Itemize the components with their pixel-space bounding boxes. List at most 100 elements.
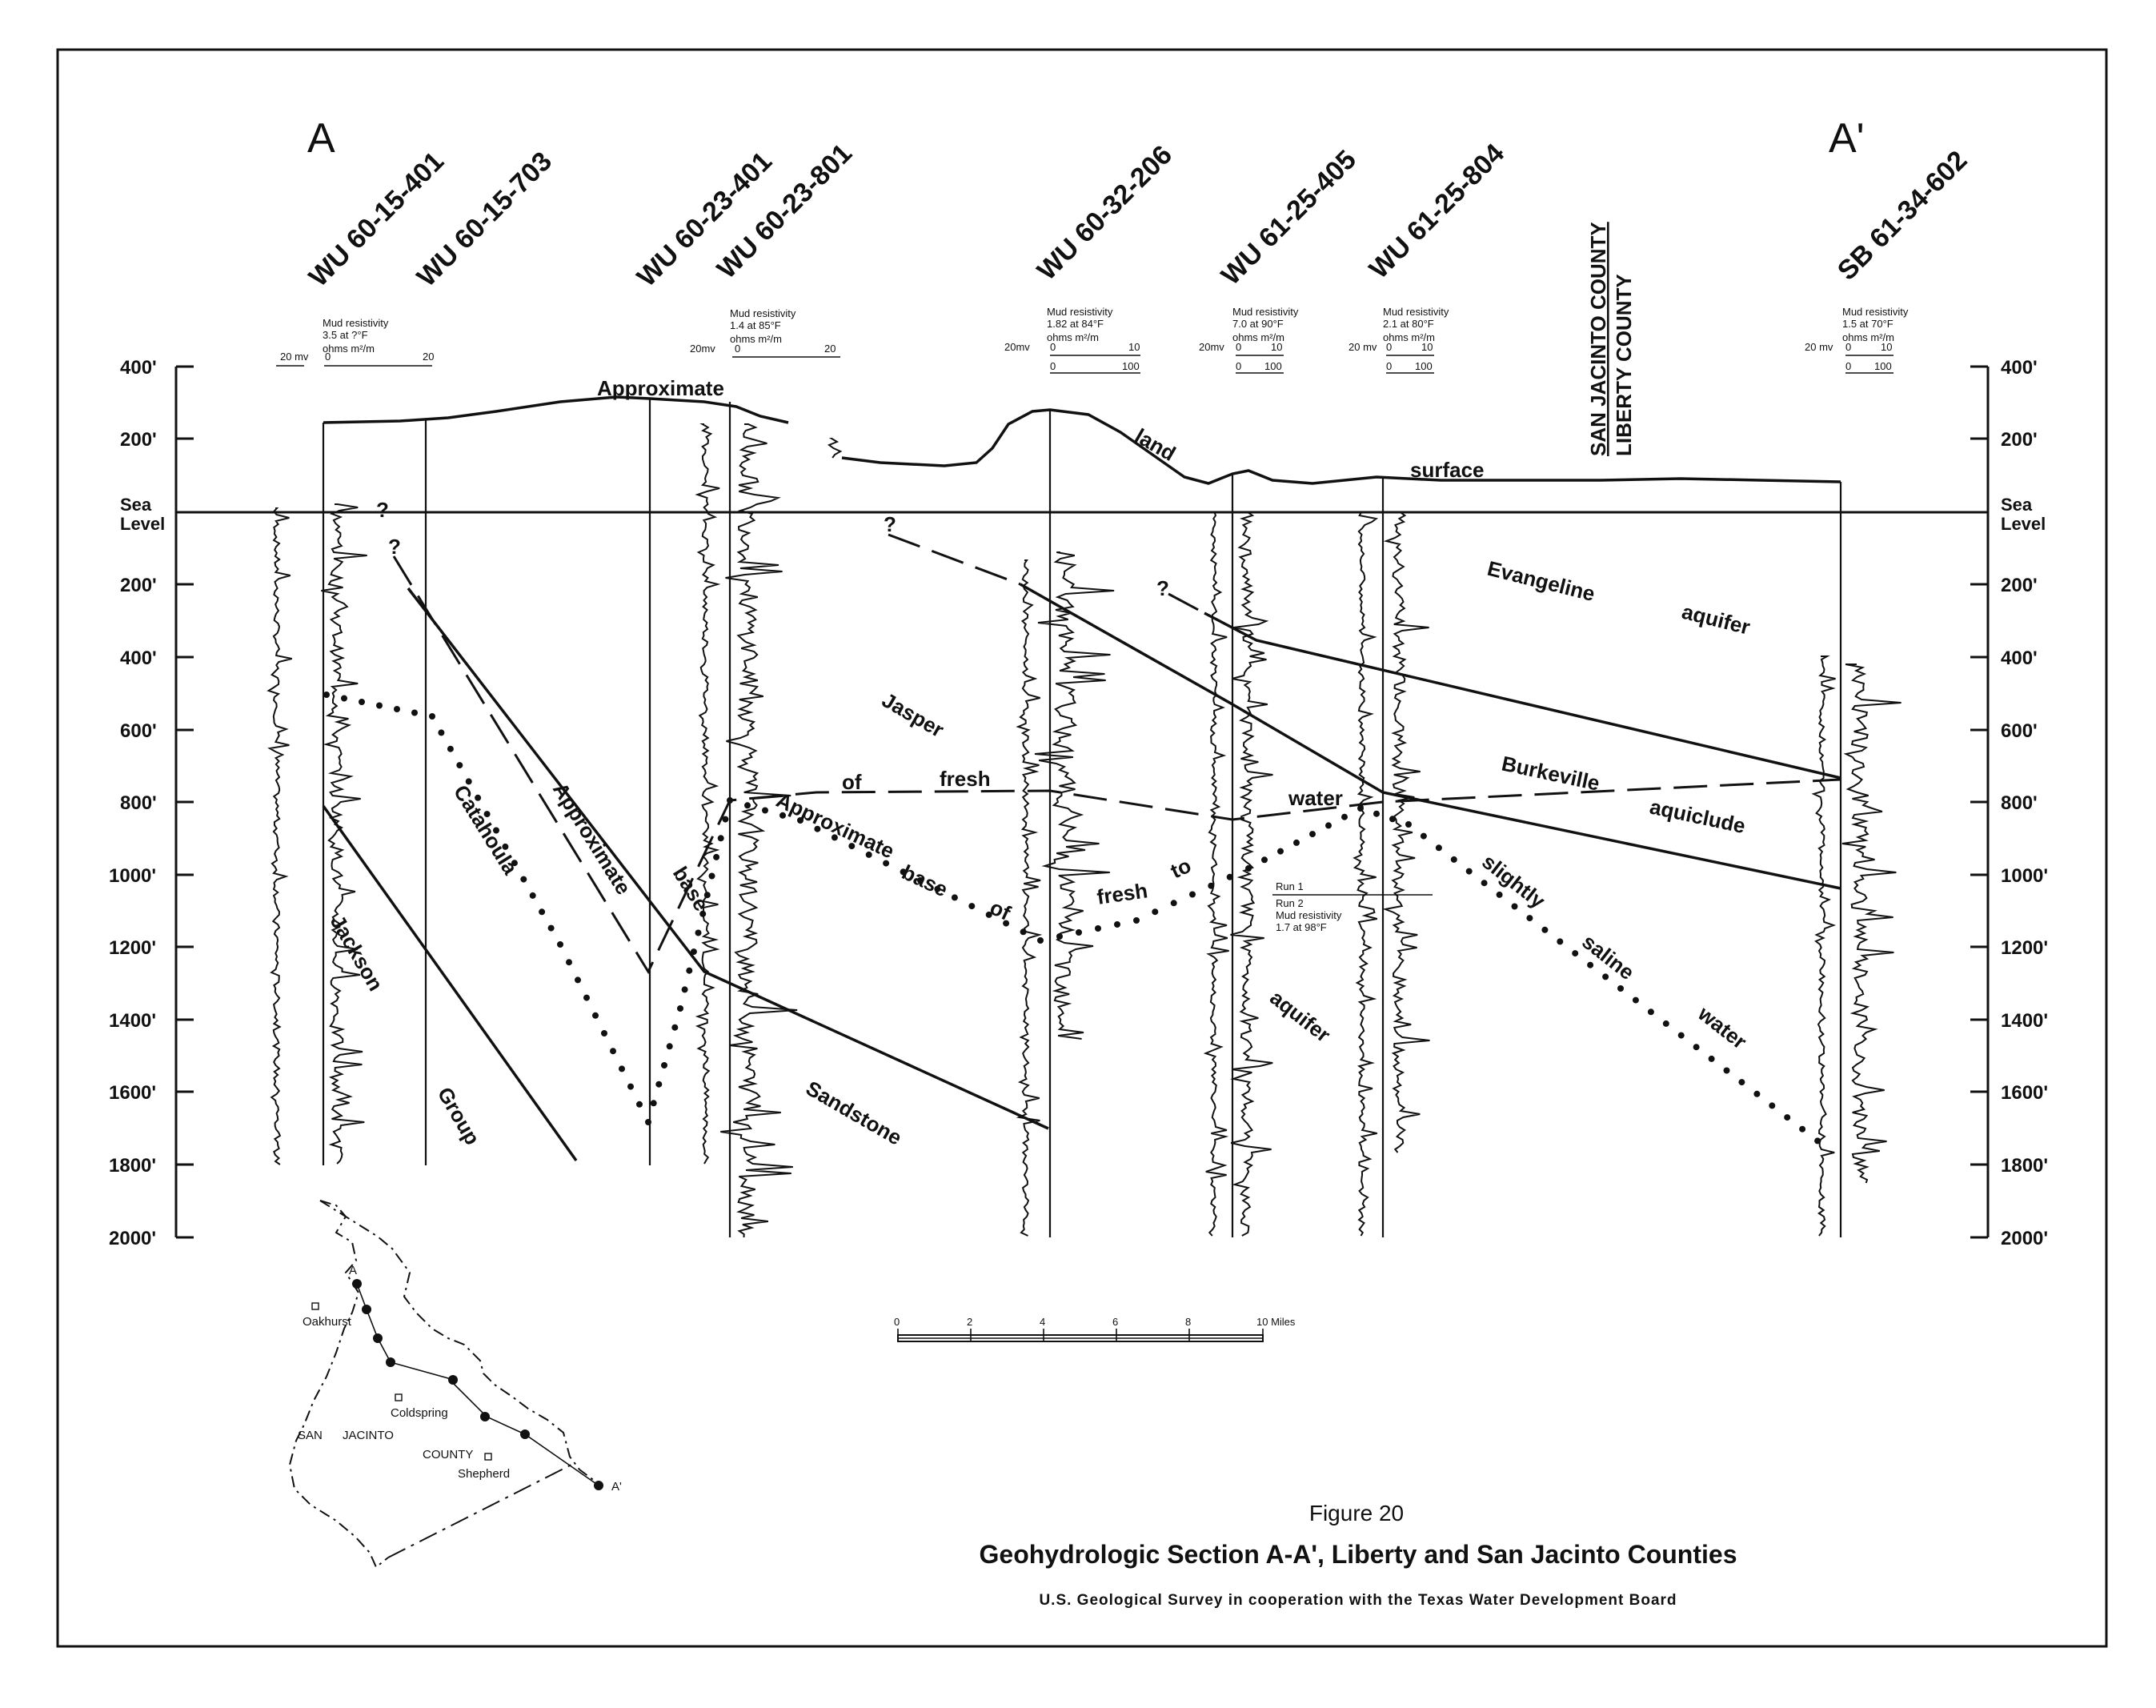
header-well-6: Mud resistivity 7.0 at 90°F ohms m²/m 20…	[1199, 306, 1299, 374]
svg-text:Catahoula: Catahoula	[449, 780, 523, 879]
electric-logs	[266, 423, 1902, 1238]
fresh-water-base-dot-100	[1617, 985, 1624, 992]
header-well-8: Mud resistivity 1.5 at 70°F ohms m²/m 20…	[1805, 306, 1909, 374]
label-approximate-top: Approximate	[597, 376, 724, 400]
svg-text:water: water	[1693, 1000, 1752, 1053]
svg-text:100: 100	[1415, 360, 1433, 372]
svg-text:0: 0	[1236, 341, 1241, 353]
tick-200-above: 200'	[120, 429, 157, 451]
fresh-water-base-dot-45	[717, 835, 724, 842]
fresh-water-base-dot-44	[713, 853, 720, 860]
fresh-water-base-dot-1	[341, 695, 347, 702]
figure-credit: U.S. Geological Survey in cooperation wi…	[1039, 1592, 1677, 1609]
scale-bar: 0 2 4 6 8 10 Miles	[894, 1316, 1296, 1342]
svg-text:Group: Group	[433, 1083, 485, 1149]
fresh-water-base-dot-25	[601, 1030, 607, 1036]
svg-text:20 mv: 20 mv	[1805, 341, 1833, 353]
fresh-water-base-dot-97	[1572, 950, 1579, 957]
fresh-water-base-dot-56	[883, 860, 890, 867]
well-name-6: WU 61-25-405	[1216, 144, 1362, 291]
fresh-water-base-dot-81	[1325, 822, 1332, 829]
well-names: WU 60-15-401 WU 60-15-703 WU 60-23-401 W…	[303, 138, 1974, 292]
run-note: Run 1 Run 2 Mud resistivity 1.7 at 98°F	[1272, 880, 1433, 933]
svg-text:?: ?	[376, 498, 389, 522]
header-well-4: Mud resistivity 1.4 at 85°F ohms m²/m 20…	[690, 307, 840, 358]
fresh-water-base-dot-17	[529, 892, 536, 899]
tick-level: Level	[120, 514, 165, 534]
fresh-water-base-dot-36	[677, 1005, 683, 1012]
svg-text:1000': 1000'	[2001, 865, 2048, 887]
svg-text:100: 100	[1122, 360, 1140, 372]
svg-text:0: 0	[1386, 360, 1392, 372]
svg-text:COUNTY: COUNTY	[423, 1448, 473, 1461]
land-surface-line	[323, 395, 1841, 485]
fresh-water-base-dot-113	[1814, 1137, 1821, 1145]
sp-log-5	[1016, 559, 1043, 1237]
svg-text:of: of	[986, 895, 1014, 925]
svg-text:Jackson: Jackson	[326, 911, 388, 995]
svg-text:20 mv: 20 mv	[280, 351, 309, 363]
well-name-7: WU 61-25-804	[1364, 138, 1510, 284]
svg-text:aquifer: aquifer	[1265, 985, 1335, 1047]
fresh-water-base-dot-78	[1277, 848, 1284, 855]
svg-text:0: 0	[325, 351, 331, 363]
fresh-water-base-dot-84	[1373, 810, 1380, 817]
fresh-water-base-dot-89	[1450, 856, 1457, 863]
svg-text:Mud resistivity: Mud resistivity	[1383, 306, 1449, 318]
svg-text:Sea: Sea	[2001, 495, 2033, 515]
jackson-top-line	[407, 587, 1049, 1130]
svg-text:Run 2: Run 2	[1276, 897, 1304, 909]
sp-log-1	[266, 507, 292, 1165]
svg-text:200': 200'	[120, 575, 157, 596]
fresh-water-base-dot-90	[1465, 868, 1473, 875]
svg-text:800': 800'	[2001, 792, 2038, 814]
svg-text:ohms m²/m: ohms m²/m	[323, 343, 375, 355]
svg-text:Mud resistivity: Mud resistivity	[1842, 306, 1909, 318]
svg-text:2.1 at 80°F: 2.1 at 80°F	[1383, 318, 1434, 330]
svg-text:1800': 1800'	[2001, 1155, 2048, 1177]
svg-text:0: 0	[894, 1316, 900, 1328]
figure-title: Geohydrologic Section A-A', Liberty and …	[980, 1540, 1737, 1569]
fresh-water-base-dot-6	[429, 713, 435, 720]
svg-text:20mv: 20mv	[1004, 341, 1030, 353]
svg-text:1200': 1200'	[2001, 937, 2048, 959]
fresh-water-base-dot-76	[1245, 865, 1252, 872]
svg-text:Sandstone: Sandstone	[802, 1076, 906, 1149]
fresh-water-base-dot-57	[900, 868, 907, 876]
fresh-water-base-dot-88	[1435, 844, 1442, 852]
svg-text:800': 800'	[120, 792, 157, 814]
fresh-water-base-dot-34	[666, 1043, 673, 1050]
fresh-water-base-dot-2	[359, 699, 365, 705]
fresh-water-base-dot-51	[797, 817, 803, 824]
svg-text:1.5 at 70°F: 1.5 at 70°F	[1842, 318, 1894, 330]
svg-text:aquiclude: aquiclude	[1648, 795, 1748, 839]
svg-text:3.5 at ?°F: 3.5 at ?°F	[323, 329, 368, 341]
svg-text:Mud resistivity: Mud resistivity	[1276, 909, 1342, 921]
svg-text:1.82 at 84°F: 1.82 at 84°F	[1047, 318, 1104, 330]
fresh-water-base-dot-32	[655, 1081, 663, 1088]
svg-text:200': 200'	[2001, 429, 2038, 451]
label-a-prime: A'	[1829, 115, 1865, 162]
svg-text:400': 400'	[120, 648, 157, 669]
fresh-water-base-dot-4	[394, 706, 400, 712]
svg-text:A': A'	[611, 1480, 622, 1493]
svg-text:10: 10	[1271, 341, 1282, 353]
fresh-water-base-dot-66	[1056, 933, 1063, 940]
fresh-water-base-dot-71	[1152, 908, 1159, 916]
fresh-water-base-dot-19	[547, 924, 555, 932]
fresh-water-base-dot-80	[1309, 831, 1316, 838]
svg-text:Burkeville: Burkeville	[1500, 752, 1602, 796]
fresh-water-base-dot-13	[493, 827, 499, 834]
fresh-water-base-dot-48	[744, 802, 751, 809]
svg-text:400': 400'	[2001, 648, 2038, 669]
section-line-map	[356, 1283, 599, 1486]
dashed-lines: ? ? ? ?	[376, 498, 1841, 975]
fresh-water-base-dot-3	[376, 702, 383, 709]
svg-text:1400': 1400'	[109, 1010, 156, 1032]
svg-text:Mud resistivity: Mud resistivity	[1047, 306, 1113, 318]
svg-text:0: 0	[1050, 360, 1056, 372]
svg-text:Mud resistivity: Mud resistivity	[730, 307, 796, 319]
fresh-water-base-dot-62	[985, 911, 992, 918]
fresh-water-base-dot-65	[1037, 937, 1044, 944]
